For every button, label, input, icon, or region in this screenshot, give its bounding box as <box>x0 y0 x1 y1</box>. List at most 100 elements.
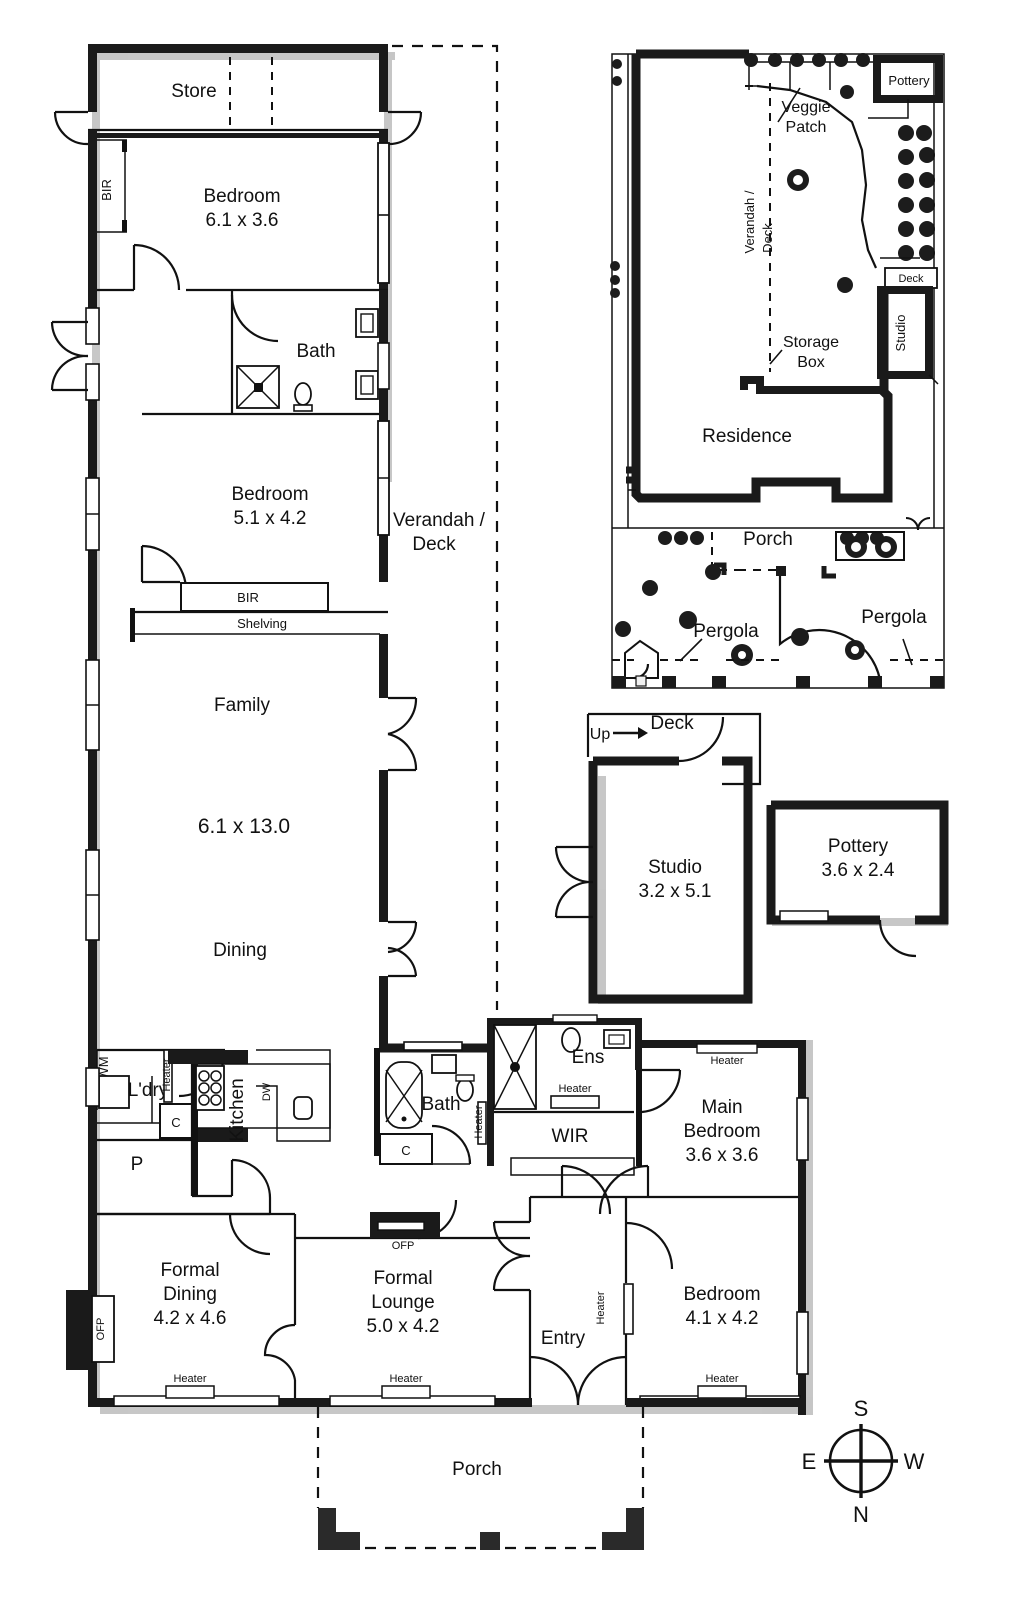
vanity-ens-basin <box>608 1034 625 1045</box>
site-plan: Residence Veggie Patch Verandah / Deck <box>610 49 945 689</box>
bath-ens-wir: Bath Heater C Ens Heater WIR <box>374 1014 682 1176</box>
room-label-main-bedroom-2: Bedroom <box>683 1121 760 1142</box>
site-pottery: Pottery <box>868 55 943 119</box>
compass-label-south: S <box>854 1396 869 1421</box>
room-label-bir-second: BIR <box>237 590 259 605</box>
heater-bedroom-front-label: Heater <box>705 1373 738 1385</box>
dims-studio-outbuilding: 3.2 x 5.1 <box>639 881 712 902</box>
compass-rose: S N E W <box>802 1396 925 1527</box>
room-label-ens: Ens <box>572 1047 605 1068</box>
wall-formal-step <box>293 1214 370 1240</box>
door-formal-connection <box>263 1323 297 1381</box>
main-floor-plan: Store BIR Bedroom 6.1 x 3.6 <box>50 44 813 1550</box>
ofp-formal-lounge-label: OFP <box>392 1240 415 1252</box>
porch-post-site-left <box>714 562 727 575</box>
heater-kitchen-label: Heater <box>161 1058 173 1091</box>
wall-family-right-c <box>379 976 388 1050</box>
site-residence: Residence <box>626 49 893 503</box>
room-label-porch-front: Porch <box>452 1459 502 1480</box>
door-studio-deck <box>678 716 725 763</box>
shower-rear-drain <box>254 383 263 392</box>
wall-store-left <box>88 44 97 112</box>
room-label-bedroom-second: Bedroom <box>231 484 308 505</box>
porch-post-right-b <box>602 1532 644 1550</box>
wall-bath-rear <box>142 290 388 416</box>
site-studio-outline <box>877 286 933 379</box>
label-up: Up <box>590 726 611 743</box>
shelving-tick-left <box>130 608 135 642</box>
studio-path <box>928 374 939 385</box>
wall-bedroom-rear-left <box>88 130 97 290</box>
veggie-patch-leader <box>777 87 801 123</box>
service-band: WM L'dry Heater C P <box>85 1048 331 1216</box>
door-pottery <box>878 919 917 958</box>
door-bath-rear <box>230 294 279 343</box>
outbuilding-studio: Studio 3.2 x 5.1 <box>554 716 753 1004</box>
cooktop-burner-3 <box>198 1082 210 1094</box>
room-label-formal-lounge-2: Lounge <box>371 1292 434 1313</box>
kitchen-doorjamb <box>192 1160 234 1198</box>
room-label-bath-main: Bath <box>421 1094 460 1115</box>
wall-south-exterior-b <box>626 1398 806 1407</box>
site-dots-left <box>610 59 622 298</box>
heater-wir-label: Heater <box>558 1083 591 1095</box>
cooktop-burner-6 <box>210 1094 222 1106</box>
cupboard-bath-main <box>379 1133 433 1165</box>
ofp-formal-dining-hearth <box>66 1290 92 1370</box>
door-family-upper-a <box>387 697 418 736</box>
room-family-dining: Family 6.1 x 13.0 Dining <box>85 477 418 1050</box>
room-label-bedroom-front: Bedroom <box>683 1284 760 1305</box>
wall-store-right <box>379 44 388 112</box>
garden-shrubs-top <box>744 53 870 67</box>
heater-formal-lounge-body <box>381 1385 431 1399</box>
heater-entry-label: Heater <box>595 1291 607 1324</box>
wall-family-right-a <box>379 634 388 698</box>
door-store-left <box>53 111 89 146</box>
studio-walls <box>588 756 753 1004</box>
label-pantry: P <box>131 1154 144 1175</box>
room-bedroom-second: Bedroom 5.1 x 4.2 BIR Shelving <box>130 414 390 642</box>
site-label-residence: Residence <box>702 426 792 447</box>
residence-bay <box>626 466 640 484</box>
residence-outline <box>631 54 893 503</box>
room-label-laundry: L'dry <box>128 1080 169 1101</box>
room-dims-main-bedroom: 3.6 x 3.6 <box>686 1145 759 1166</box>
kitchen-sink <box>293 1096 313 1120</box>
outbuilding-deck: Deck Up <box>586 712 762 786</box>
door-bath-main <box>431 1124 472 1165</box>
compass-label-west: W <box>904 1449 925 1474</box>
wall-family-right-b <box>379 770 388 922</box>
bath-doorjamb <box>431 1134 470 1165</box>
room-bath-rear: Bath <box>142 290 390 416</box>
wall-ens-left <box>487 1018 494 1166</box>
site-label-veggie-2: Patch <box>786 119 827 136</box>
front-gate <box>624 639 659 679</box>
room-label-formal-dining-2: Dining <box>163 1284 217 1305</box>
heater-bedroom-front-body <box>697 1385 747 1399</box>
wall-ens-right <box>635 1018 642 1070</box>
bathtub-cross <box>385 1069 423 1123</box>
wall-store-top <box>88 44 388 53</box>
room-entry: Entry <box>492 1197 627 1406</box>
site-porch: Porch <box>658 517 931 579</box>
deck-outline <box>588 712 762 786</box>
formal-rooms: OFP Formal Dining 4.2 x 4.6 OFP Formal L… <box>66 1199 806 1407</box>
label-cupboard-laundry: C <box>171 1115 180 1130</box>
label-verandah-deck-1: Verandah / <box>393 510 486 531</box>
door-entry-front-b <box>576 1355 627 1406</box>
cupboard-laundry <box>159 1103 193 1139</box>
wm-appliance <box>98 1075 130 1109</box>
room-bedroom-rear: BIR Bedroom 6.1 x 3.6 <box>88 130 390 292</box>
bir-rear-tick-bottom <box>122 220 127 232</box>
wall-bedroom-rear-top <box>88 133 388 138</box>
window-laundry <box>85 1067 100 1107</box>
verandah-deck-outline <box>392 44 499 1010</box>
room-label-entry: Entry <box>541 1328 586 1349</box>
door-family-upper-b <box>387 732 418 771</box>
room-dims-bedroom-front: 4.1 x 4.2 <box>686 1308 759 1329</box>
door-entry-left-b <box>492 1254 531 1291</box>
ofp-formal-dining-label: OFP <box>95 1318 107 1341</box>
window-hall-upper <box>85 307 100 345</box>
bath-rear-fixture-top-inner <box>360 313 374 333</box>
room-store: Store <box>53 44 423 146</box>
